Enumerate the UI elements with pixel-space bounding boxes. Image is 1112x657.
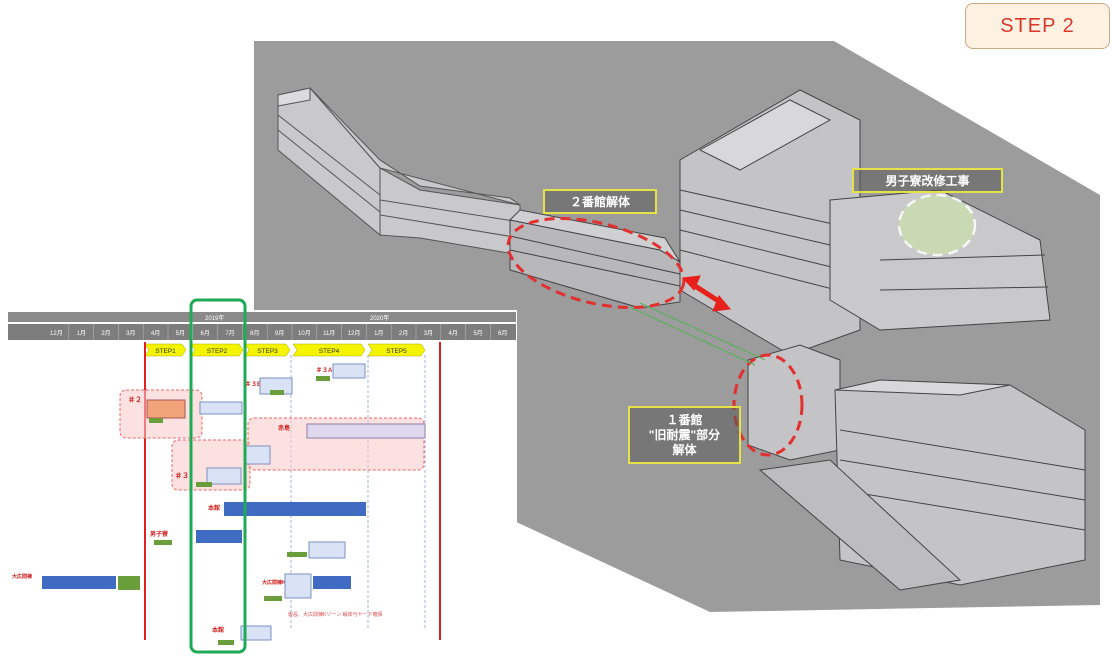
month-label: 10月 xyxy=(298,330,311,337)
bar-green xyxy=(218,640,234,645)
month-label: 1月 xyxy=(77,330,86,337)
month-label: 9月 xyxy=(275,330,284,337)
month-label: 4月 xyxy=(449,330,458,337)
bar-kaitai xyxy=(245,445,271,465)
bar-kaitai xyxy=(240,625,272,641)
bar-green xyxy=(264,596,282,601)
step-pill xyxy=(190,343,244,357)
gantt-background xyxy=(5,310,517,657)
step-pill xyxy=(292,343,366,357)
month-label: 6月 xyxy=(498,330,507,337)
schedule-bars xyxy=(42,363,426,645)
month-label: 3月 xyxy=(424,330,433,337)
step-pill-label: STEP2 xyxy=(207,348,228,355)
bar-new-blue xyxy=(42,576,116,589)
month-label: 5月 xyxy=(176,330,185,337)
bldg2-dashed-outline xyxy=(506,216,686,310)
step-pill xyxy=(244,343,291,357)
month-label: 5月 xyxy=(473,330,482,337)
label-note: 仮設、大広間棟Kゾーン 解体与ヤード確保 xyxy=(288,611,382,618)
month-label: 2月 xyxy=(399,330,408,337)
step-pill-label: STEP4 xyxy=(319,348,340,355)
bar-new-blue xyxy=(224,502,366,516)
callout-dorm-renovation: 男子寮改修工事 xyxy=(852,168,1003,193)
month-row xyxy=(8,324,516,340)
month-label: 12月 xyxy=(50,330,63,337)
bar-new-blue xyxy=(313,576,351,589)
label-n2: ＃２ xyxy=(128,395,142,404)
building-no1-and-south xyxy=(747,344,1086,591)
bar-green xyxy=(287,552,307,557)
label-n3: ＃３ xyxy=(175,471,189,480)
month-label: 2月 xyxy=(101,330,110,337)
step-pills: STEP1 STEP2 STEP3 STEP4 STEP5 xyxy=(144,343,426,357)
step-pill xyxy=(144,343,187,357)
step-pill-label: STEP1 xyxy=(155,348,176,355)
bar-new-blue xyxy=(196,530,242,543)
connector-line xyxy=(629,306,756,366)
step2-highlight-frame xyxy=(189,298,247,654)
bar-kaishu xyxy=(308,541,346,559)
month-label: 11月 xyxy=(323,330,335,337)
month-label: 12月 xyxy=(348,330,361,337)
label-akatsuka: 赤島 xyxy=(278,424,290,432)
label-n3a: ＃３A xyxy=(316,366,333,374)
year-label-2019: 2019年 xyxy=(205,314,224,322)
label-n3b: ＃３B xyxy=(245,380,262,388)
month-label: 1月 xyxy=(374,330,383,337)
bldg1-dashed-outline xyxy=(732,353,804,457)
label-taikomae-zone: 大広間棟Kゾーン xyxy=(262,579,300,586)
bar-green xyxy=(149,418,163,423)
step-badge: STEP 2 xyxy=(965,3,1110,49)
month-label: 4月 xyxy=(151,330,160,337)
bar-kaishu xyxy=(284,573,312,599)
month-labels: 12月 1月 2月 3月 4月 5月 6月 7月 8月 9月 10月 11月 12月 1月 2月 3月 4月 5月… xyxy=(50,324,507,340)
bar-kaishu xyxy=(332,363,366,379)
bar-kaitai xyxy=(306,423,426,439)
label-taikomae: 大広間棟 xyxy=(12,573,33,580)
callout-bldg1-demolition: １番館 "旧耐震"部分 解体 xyxy=(628,406,741,464)
step-pill xyxy=(367,343,426,357)
bar-green xyxy=(118,576,140,590)
bar-green xyxy=(196,482,212,487)
building-no2 xyxy=(508,209,681,309)
bar-green xyxy=(154,540,172,545)
month-label: 6月 xyxy=(201,330,210,337)
bar-kaitai xyxy=(206,467,242,485)
callout-bldg2-demolition: ２番館解体 xyxy=(543,189,657,214)
step-pill-label: STEP5 xyxy=(386,348,407,355)
label-honkan2: 本館 xyxy=(212,626,224,634)
dorm-highlight xyxy=(897,193,977,257)
step-pill-label: STEP3 xyxy=(257,348,278,355)
bar-seibi xyxy=(199,401,243,415)
year-label-2020: 2020年 xyxy=(370,314,389,322)
connector-line xyxy=(639,302,766,361)
year-row xyxy=(8,312,516,322)
label-danshiryo: 男子寮 xyxy=(150,530,168,538)
callout-bldg1-line1: １番館 xyxy=(666,412,703,427)
bar-kaitai xyxy=(146,399,186,419)
double-arrow-icon xyxy=(681,275,731,312)
month-label: 8月 xyxy=(250,330,259,337)
callout-bldg1-line3: 解体 xyxy=(672,442,697,457)
building-wing-west xyxy=(277,87,521,256)
month-label: 3月 xyxy=(126,330,135,337)
label-honkan: 本館 xyxy=(208,504,220,512)
month-label: 7月 xyxy=(225,330,234,337)
bar-green xyxy=(270,390,284,395)
building-main-complex xyxy=(679,89,1051,356)
bar-green xyxy=(316,376,330,381)
callout-bldg1-line2: "旧耐震"部分 xyxy=(648,427,721,442)
